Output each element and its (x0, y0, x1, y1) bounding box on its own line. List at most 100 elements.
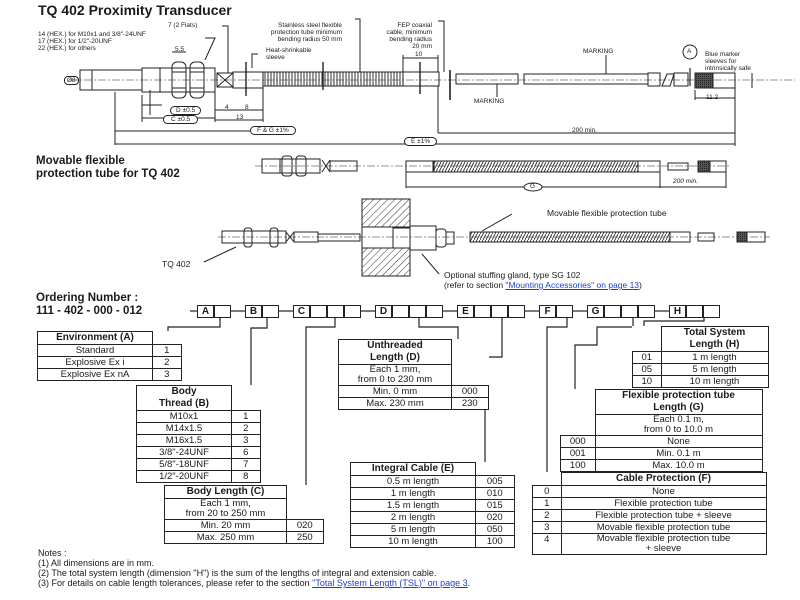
mounting-accessories-link[interactable]: "Mounting Accessories" on page 13 (505, 280, 640, 290)
order-box-h-1[interactable] (686, 305, 703, 318)
order-box-d-3[interactable] (426, 305, 443, 318)
ordering-prefix: 111 - 402 - 000 - 012 (36, 305, 143, 317)
order-box-c[interactable]: C (293, 305, 310, 318)
order-box-g-1[interactable] (604, 305, 621, 318)
movable-dim-g: G (530, 183, 536, 190)
integral-cable-header: Integral Cable (E) (350, 462, 476, 476)
heat-sleeve-label: Heat-shrinkable sleeve (266, 47, 312, 61)
dim-e: E ±1% (404, 137, 438, 146)
mounting-accessories-ref: (refer to section "Mounting Accessories"… (444, 280, 642, 290)
order-box-h[interactable]: H (669, 305, 686, 318)
dim-4: 4 (225, 104, 229, 111)
flats-label: 7 (2 Flats) (168, 22, 198, 29)
cable-protection-header: Cable Protection (F) (560, 472, 767, 486)
fep-cable-label: FEP coaxial cable, minimum bending radiu… (386, 22, 432, 50)
ordering-number-label: Ordering Number : (36, 292, 139, 304)
dim-5-5: 5.5 (175, 46, 185, 53)
body-length-header: Body Length (C) (164, 485, 287, 499)
notes: Notes : (1) All dimensions are in mm. (2… (38, 548, 470, 588)
movable-tube-title: Movable flexible protection tube for TQ … (36, 155, 180, 180)
order-box-c-3[interactable] (344, 305, 361, 318)
movable-tube-drawing (255, 155, 730, 192)
movable-dim-200: 200 min. (673, 178, 698, 185)
note-2: (2) The total system length (dimension "… (38, 568, 437, 578)
order-box-f-1[interactable] (556, 305, 573, 318)
order-box-c-1[interactable] (310, 305, 327, 318)
order-box-e[interactable]: E (457, 305, 474, 318)
dia-dim-tip: Ø8 (64, 76, 79, 85)
order-box-g[interactable]: G (587, 305, 604, 318)
note-1: (1) All dimensions are in mm. (38, 558, 155, 568)
order-box-d-2[interactable] (409, 305, 426, 318)
environment-header: Environment (A) (37, 331, 153, 345)
order-box-g-3[interactable] (638, 305, 655, 318)
order-box-h-2[interactable] (703, 305, 720, 318)
tq402-label: TQ 402 (162, 259, 191, 269)
dim-13: 13 (236, 114, 244, 121)
note-3: (3) For details on cable length toleranc… (38, 578, 471, 588)
steel-tube-label: Stainless steel flexible protection tube… (270, 22, 342, 43)
dim-f-g: F & G ±1% (250, 126, 296, 135)
flex-tube-desc: Each 0.1 m,from 0 to 10.0 m (594, 414, 763, 436)
order-box-d[interactable]: D (375, 305, 392, 318)
total-system-length-link[interactable]: "Total System Length (TSL)" on page 3 (312, 578, 468, 588)
order-box-e-3[interactable] (508, 305, 525, 318)
hex-label-14: 14 (HEX.) for M10x1 and 3/8"-24UNF (38, 31, 146, 38)
dim-c: C ±0.5 (163, 115, 199, 124)
movable-tube-label: Movable flexible protection tube (547, 208, 667, 218)
order-box-f[interactable]: F (539, 305, 556, 318)
hex-label-17: 17 (HEX.) for 1/2"-20UNF (38, 38, 112, 45)
order-box-e-2[interactable] (491, 305, 508, 318)
marking-label-top: MARKING (583, 48, 614, 55)
order-box-b-1[interactable] (262, 305, 279, 318)
dim-d: D ±0.5 (170, 106, 202, 115)
order-box-a[interactable]: A (197, 305, 214, 318)
order-box-c-2[interactable] (327, 305, 344, 318)
dim-8: 8 (245, 104, 249, 111)
marking-label-bottom: MARKING (474, 98, 505, 105)
order-box-e-1[interactable] (474, 305, 491, 318)
body-length-desc: Each 1 mm,from 20 to 250 mm (164, 498, 287, 520)
marker-a-label: A (687, 48, 692, 55)
order-box-d-1[interactable] (392, 305, 409, 318)
order-box-a-1[interactable] (214, 305, 231, 318)
ordering-connectors (167, 310, 705, 524)
stuffing-gland-label: Optional stuffing gland, type SG 102 (444, 270, 581, 280)
order-box-b[interactable]: B (245, 305, 262, 318)
order-box-g-2[interactable] (621, 305, 638, 318)
notes-label: Notes : (38, 548, 67, 558)
